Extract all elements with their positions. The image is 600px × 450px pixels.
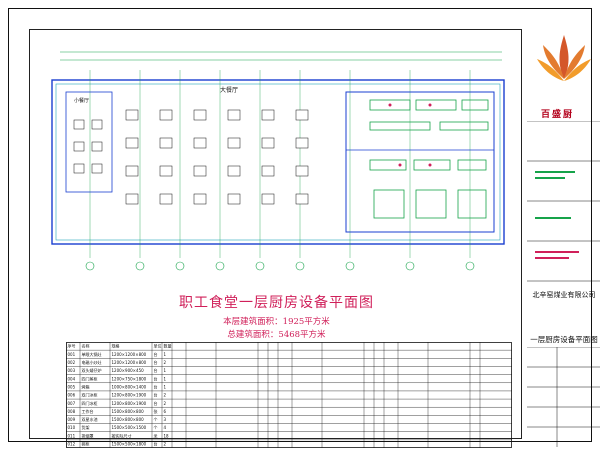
table-cell: 四门蒸柜 [82,375,98,381]
table-cell: 009 [68,417,76,422]
floor-plan: 大餐厅 小餐厅 [51,51,505,271]
table-cell: 2 [164,393,167,398]
table-cell: 单眼大锅灶 [82,351,102,357]
table-cell: 碗柜 [82,441,90,447]
table-cell: 张 [154,408,158,414]
table-cell: 台 [154,375,158,381]
table-header-cell: 数量 [164,343,172,349]
table-header-cell: 规格 [112,343,120,349]
table-cell: 台 [154,367,158,373]
table-cell: 003 [68,368,76,373]
table-cell: 008 [68,409,76,414]
drawing-sheet: 大餐厅 小餐厅 职工食堂一层厨房设备平面图 本层建筑面积：1925平方米 总建筑… [8,8,600,448]
table-cell: 台 [154,351,158,357]
outer-wall [51,79,505,245]
title-block: 百盛厨 北辛窑煤业有限公司 一层厨房设备平面图 [527,29,600,447]
table-cell: 001 [68,352,76,357]
table-cell: 1200×1200×800 [112,360,147,365]
dining-tables [73,109,309,205]
table-cell: 011 [68,433,76,438]
table-cell: 双星水池 [82,416,98,422]
table-cell: 1200×800×1900 [112,393,147,398]
main-hall-label: 大餐厅 [220,86,238,94]
table-cell: 双门冰柜 [82,392,98,398]
drawing-frame: 大餐厅 小餐厅 职工食堂一层厨房设备平面图 本层建筑面积：1925平方米 总建筑… [29,29,522,448]
table-cell: 1 [164,376,167,381]
table-cell: 010 [68,425,76,430]
table-cell: 1 [164,352,167,357]
table-cell: 004 [68,376,76,381]
table-cell: 012 [68,442,76,447]
table-cell: 3 [164,417,167,422]
table-cell: 电磁小炒灶 [82,359,102,365]
table-cell: 2 [164,360,167,365]
table-cell: 按实际尺寸 [112,432,132,438]
table-cell: 007 [68,401,76,406]
table-cell: 18 [164,433,170,438]
table-cell: 006 [68,393,76,398]
table-cell: 双头矮仔炉 [82,367,102,373]
table-cell: 4 [164,425,167,430]
table-cell: 2 [164,442,167,447]
table-cell: 1500×800×800 [112,409,145,414]
table-cell: 1200×800×1900 [112,401,147,406]
table-cell: 台 [154,383,158,389]
table-cell: 个 [154,417,158,422]
table-cell: 1 [164,384,167,389]
logo-icon [537,35,591,81]
table-cell: 1200×1200×800 [112,352,147,357]
table-cell: 米 [154,432,158,438]
table-header-cell: 单位 [154,343,162,349]
table-cell: 005 [68,384,76,389]
company-name: 北辛窑煤业有限公司 [532,291,596,299]
table-cell: 1200×900×450 [112,368,145,373]
table-cell: 2 [164,401,167,406]
table-header-cell: 名称 [82,343,90,349]
table-cell: 1200×750×1800 [112,376,147,381]
area-single: 本层建筑面积：1925平方米 [223,317,330,327]
table-cell: 四门冰柜 [82,400,98,406]
table-cell: 台 [154,392,158,398]
table-header-cell: 序号 [68,343,76,349]
table-cell: 6 [164,409,167,414]
drawing-name: 一层厨房设备平面图 [530,335,598,344]
table-cell: 货架 [82,424,90,430]
area-total: 总建筑面积：5468平方米 [227,330,326,340]
table-cell: 1500×800×800 [112,417,145,422]
side-hall-label: 小餐厅 [74,97,89,104]
drawing-title: 职工食堂一层厨房设备平面图 [179,295,374,311]
table-cell: 1 [164,368,167,373]
table-cell: 1500×500×1800 [112,442,147,447]
table-cell: 工作台 [82,408,94,414]
table-cell: 1500×500×1500 [112,425,147,430]
logo-text: 百盛厨 [541,110,575,120]
table-cell: 002 [68,360,76,365]
table-cell: 排烟罩 [82,432,94,438]
table-cell: 台 [154,359,158,365]
kitchen-equipment [369,99,489,219]
table-cell: 1000×800×1400 [112,384,147,389]
equipment-table: 序号名称 规格 单位数量 001 单眼大锅灶 1200×1200×800 台 1 002 电磁小炒… [66,342,512,448]
table-cell: 烤箱 [82,383,90,389]
table-cell: 台 [154,400,158,406]
table-cell: 台 [154,441,158,447]
table-cell: 个 [154,425,158,430]
